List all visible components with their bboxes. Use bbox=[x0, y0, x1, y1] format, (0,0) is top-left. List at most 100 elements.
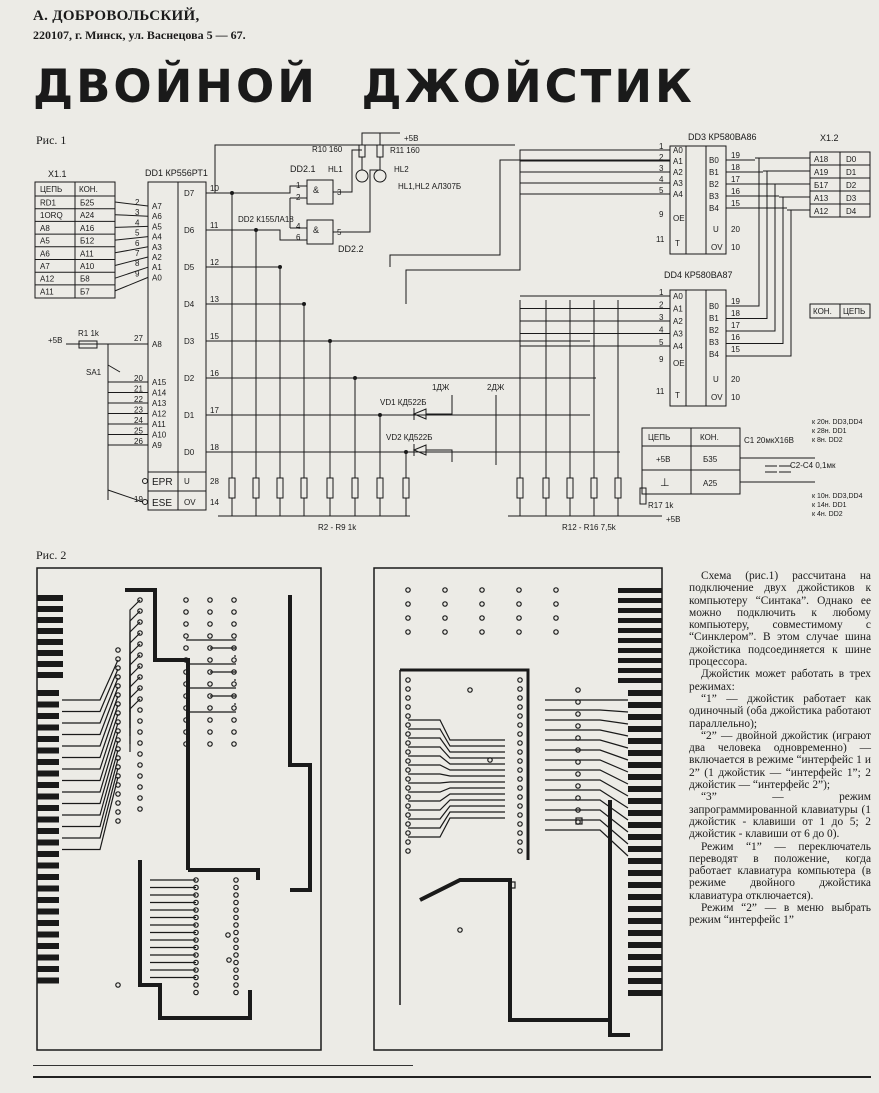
dd3-in-pin: A0 bbox=[673, 146, 683, 155]
dd1-right-num: 12 bbox=[210, 258, 219, 267]
x11-signal: А7 bbox=[40, 262, 50, 271]
hl-note: HL1,HL2 АЛ307Б bbox=[398, 182, 461, 191]
chip-dd1: DD1 КР556РТ1 A72A63A54A45A36A27A18A09A82… bbox=[134, 168, 219, 511]
author-name: А. ДОБРОВОЛЬСКИЙ, bbox=[33, 8, 200, 24]
dd4-u: U bbox=[713, 375, 719, 384]
power-col1: ЦЕПЬ bbox=[648, 433, 670, 442]
x12-signal: D2 bbox=[846, 181, 857, 190]
dd1-right-pin: D5 bbox=[184, 263, 195, 272]
x11-col1: ЦЕПЬ bbox=[40, 185, 62, 194]
pcb-right-outline bbox=[373, 567, 663, 1051]
dd1-left-pin: A5 bbox=[152, 222, 162, 231]
x12-contact: А18 bbox=[814, 155, 829, 164]
dd2-label2: DD2 К155ЛА18 bbox=[238, 215, 294, 224]
dd1-left-pin: A2 bbox=[152, 253, 162, 262]
dd1-left-num: 4 bbox=[135, 218, 140, 227]
r17-label: R17 1k bbox=[648, 501, 674, 510]
note-top-3: к 8н. DD2 bbox=[812, 437, 843, 444]
dd1-hi-num: 21 bbox=[134, 385, 143, 394]
dd1-ese-num: 19 bbox=[134, 495, 143, 504]
article-title: ДВОЙНОЙ ДЖОЙСТИК bbox=[33, 60, 695, 113]
dd3-in-pin: A2 bbox=[673, 168, 683, 177]
power-r1c1: +5В bbox=[656, 455, 670, 464]
dd1-hi-pin: A12 bbox=[152, 410, 167, 419]
dd4-in-num: 4 bbox=[659, 326, 664, 335]
dd1-right-pin: D0 bbox=[184, 448, 195, 457]
note-top-1: к 20н. DD3,DD4 bbox=[812, 419, 863, 426]
dd4-in-num: 3 bbox=[659, 313, 664, 322]
dd1-right-pin: D6 bbox=[184, 226, 195, 235]
input-switch-section: +5В R1 1k SA1 bbox=[48, 329, 148, 503]
dd3-out-pin: B1 bbox=[709, 168, 719, 177]
dd1-right-num: 18 bbox=[210, 443, 219, 452]
pcb-right-board bbox=[399, 587, 662, 1037]
dd3-in-num: 5 bbox=[659, 186, 664, 195]
dd3-in-num: 1 bbox=[659, 142, 664, 151]
dd1-ov-num: 14 bbox=[210, 498, 219, 507]
x11-contact: Б25 bbox=[80, 199, 95, 208]
dd4-in-num: 1 bbox=[659, 288, 664, 297]
dd4-in-pin: A4 bbox=[673, 342, 683, 351]
dd1-right-num: 16 bbox=[210, 369, 219, 378]
figure-bottom-rule bbox=[33, 1065, 413, 1066]
dd1-right-pin: D7 bbox=[184, 189, 195, 198]
article-paragraph: Джойстик может работать в трех режимах: bbox=[689, 668, 871, 693]
vd2-label: VD2 КД522Б bbox=[386, 433, 432, 442]
dd2-label1: DD2.1 bbox=[290, 164, 316, 174]
diodes: VD1 КД522Б VD2 КД522Б 1ДЖ 2ДЖ bbox=[380, 383, 505, 465]
x12-contact: Б17 bbox=[814, 181, 829, 190]
dd1-left-num: 6 bbox=[135, 239, 140, 248]
dd4-out-pin: B0 bbox=[709, 302, 719, 311]
dd4-ov: OV bbox=[711, 393, 723, 402]
c1-label: C1 20мкХ16В bbox=[744, 436, 794, 445]
dd3-oe: OE bbox=[673, 214, 685, 223]
x11-contact: А16 bbox=[80, 224, 95, 233]
x12b-col2: ЦЕПЬ bbox=[843, 307, 865, 316]
dd1-left-pin: A0 bbox=[152, 273, 162, 282]
dd1-u-num: 28 bbox=[210, 477, 219, 486]
x11-title: X1.1 bbox=[48, 169, 67, 179]
x11-signal: 1ORQ bbox=[40, 211, 63, 220]
x12-title: X1.2 bbox=[820, 133, 839, 143]
c2c4-label: C2-C4 0,1мк bbox=[790, 461, 836, 470]
chip-dd2: DD2.1 DD2 К155ЛА18 DD2.2 & & 1 2 3 4 5 6 bbox=[206, 149, 380, 254]
power-col2: КОН. bbox=[700, 433, 719, 442]
dd4-oe-num: 9 bbox=[659, 355, 664, 364]
power-r2c1: ⊥ bbox=[660, 477, 670, 489]
x11-signal: А11 bbox=[40, 287, 54, 296]
x12-signal: D4 bbox=[846, 207, 857, 216]
dd1-epr: EPR bbox=[152, 477, 173, 488]
dd3-t: T bbox=[675, 239, 680, 248]
power-table: ЦЕПЬ КОН. +5В Б35 ⊥ А25 C1 20мкХ16В C2-C… bbox=[641, 419, 863, 518]
x12-contact: А19 bbox=[814, 168, 829, 177]
dd3-ov: OV bbox=[711, 243, 723, 252]
dd1-ov: OV bbox=[184, 498, 196, 507]
r1-label: R1 1k bbox=[78, 329, 100, 338]
dd2-gate-symbol-2: & bbox=[313, 225, 319, 235]
x12-contact: А12 bbox=[814, 207, 829, 216]
dd2-label3: DD2.2 bbox=[338, 244, 364, 254]
r12r16-label: R12 - R16 7,5k bbox=[562, 523, 617, 532]
sa1-label: SA1 bbox=[86, 368, 102, 377]
dd3-oe-num: 9 bbox=[659, 210, 664, 219]
chip-dd4: DD4 КР580ВА87 A01A12A23A34A45OE9T11B019B… bbox=[520, 270, 740, 407]
x11-contact: А24 bbox=[80, 211, 95, 220]
dd1-hi-num: 25 bbox=[134, 427, 143, 436]
dd4-out-num: 18 bbox=[731, 309, 740, 318]
dd1-hi-num: 23 bbox=[134, 406, 143, 415]
dd3-in-pin: A3 bbox=[673, 179, 683, 188]
dd3-out-num: 18 bbox=[731, 163, 740, 172]
dd1-left-pin: A4 bbox=[152, 233, 162, 242]
x11-contact: Б7 bbox=[80, 287, 90, 296]
dd1-ese: ESE bbox=[152, 498, 172, 509]
dd1-hi-num: 22 bbox=[134, 395, 143, 404]
dd1-right-pin: D2 bbox=[184, 374, 195, 383]
dd3-t-num: 11 bbox=[656, 235, 665, 244]
article-paragraph: Режим “2” — в меню выбрать режим “интерф… bbox=[689, 902, 871, 927]
article-paragraph: “2” — двойной джойстик (играют два челов… bbox=[689, 729, 871, 792]
x12-signal: D1 bbox=[846, 168, 857, 177]
dd1-u: U bbox=[184, 477, 190, 486]
plus5-top: +5В bbox=[404, 134, 418, 143]
dd4-u-num: 20 bbox=[731, 375, 740, 384]
